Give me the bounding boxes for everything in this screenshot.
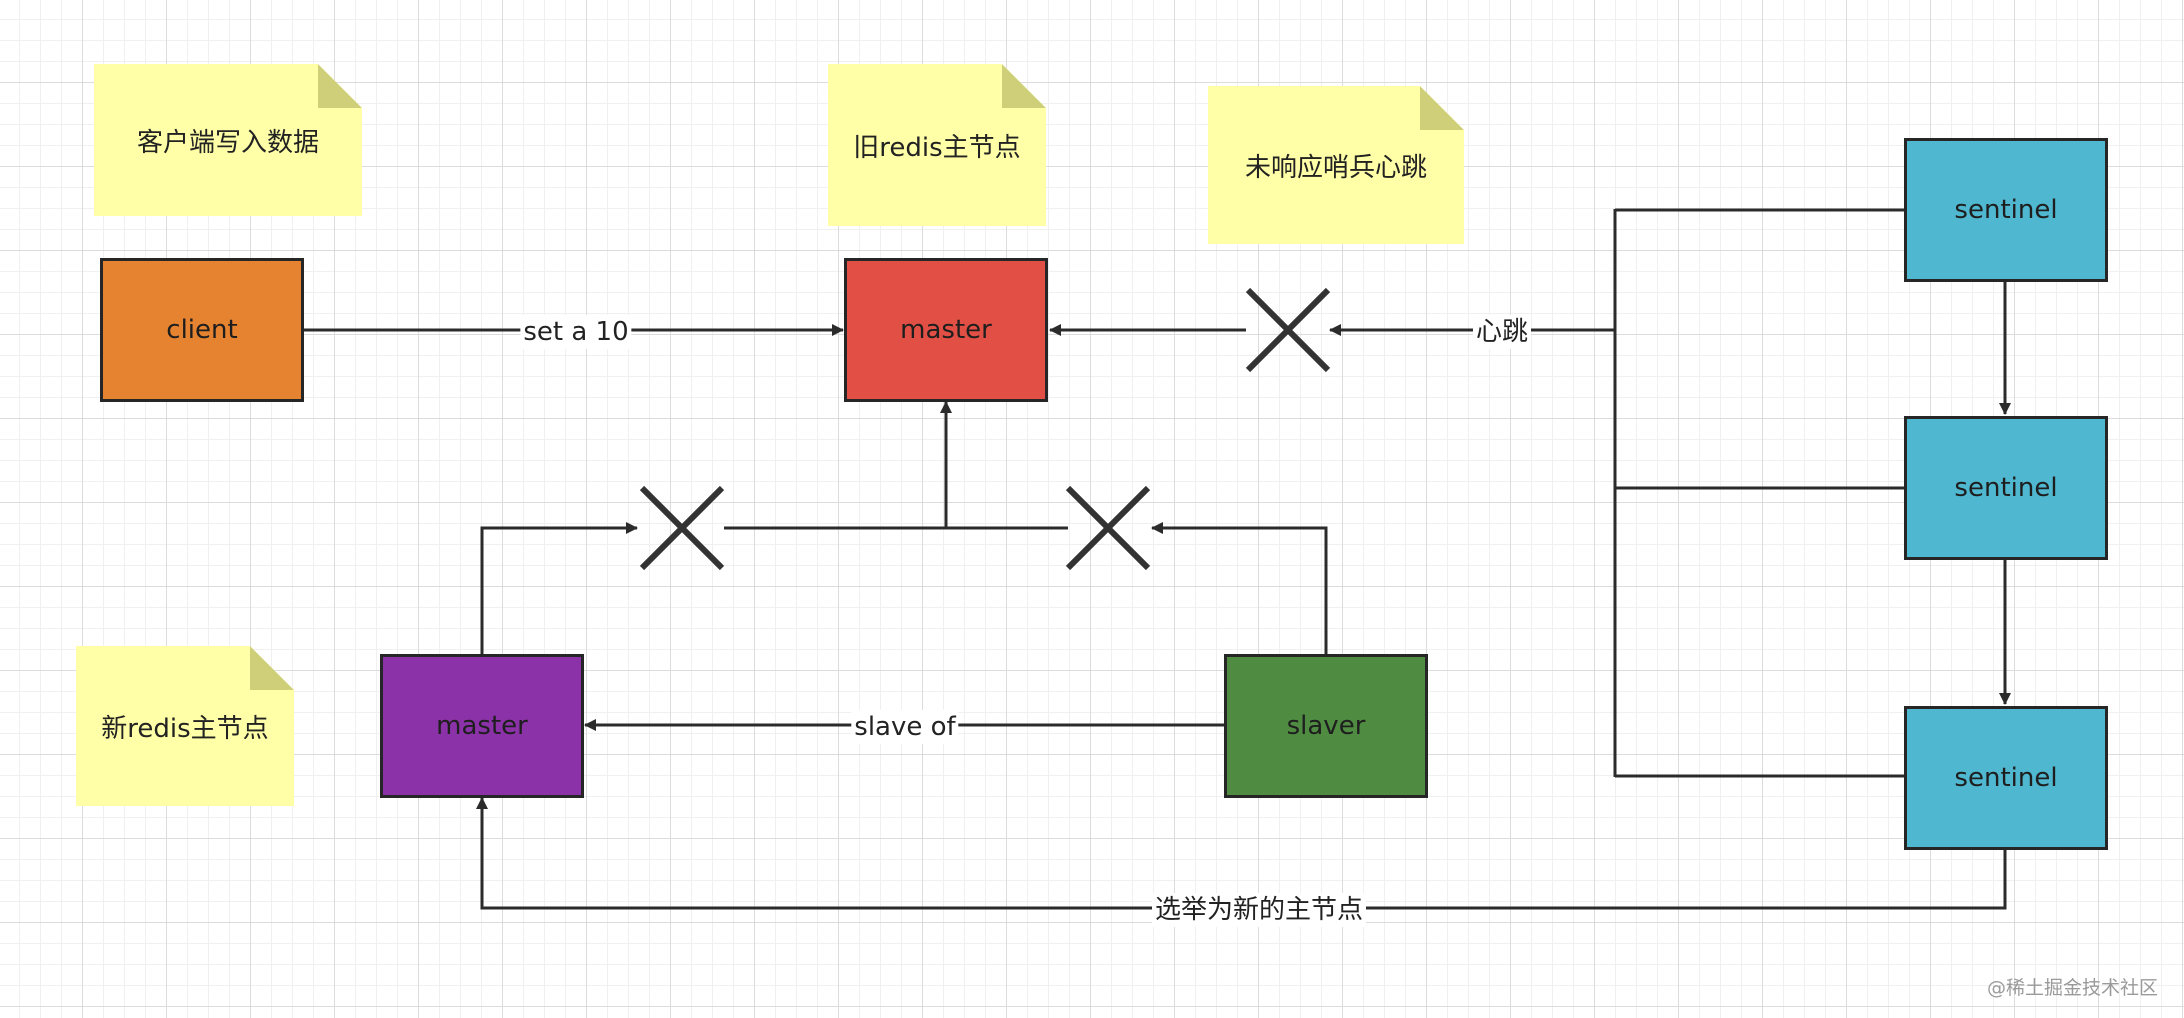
node-new-master: master: [380, 654, 584, 798]
note-heartbeat-text: 未响应哨兵心跳: [1244, 152, 1427, 183]
broken-new-master-link-cross-icon: [639, 485, 725, 571]
broken-slaver-link-cross-icon: [1065, 485, 1151, 571]
node-sentinel-3: sentinel: [1904, 706, 2108, 850]
node-sentinel-3-label: sentinel: [1954, 763, 2058, 793]
node-slaver: slaver: [1224, 654, 1428, 798]
edge-label-slave-of: slave of: [851, 710, 959, 744]
broken-heartbeat-cross-icon: [1245, 287, 1331, 373]
note-new-master-text: 新redis主节点: [101, 713, 269, 744]
edge-label-elect: 选举为新的主节点: [1151, 893, 1367, 927]
node-sentinel-2: sentinel: [1904, 416, 2108, 560]
edge-new-master-replication: [480, 522, 638, 654]
node-sentinel-2-label: sentinel: [1954, 473, 2058, 503]
node-old-master-label: master: [900, 315, 992, 345]
node-new-master-label: master: [436, 711, 528, 741]
node-client: client: [100, 258, 304, 402]
note-client-write: 客户端写入数据: [94, 64, 362, 216]
note-old-master-text: 旧redis主节点: [853, 132, 1021, 163]
note-new-master: 新redis主节点: [76, 646, 294, 806]
edge-slaver-replication: [1151, 522, 1328, 654]
edge-label-heartbeat: 心跳: [1472, 315, 1532, 349]
note-old-master: 旧redis主节点: [828, 64, 1046, 226]
note-client-write-text: 客户端写入数据: [136, 127, 319, 158]
edge-label-set-a-10: set a 10: [520, 315, 632, 349]
node-sentinel-1-label: sentinel: [1954, 195, 2058, 225]
edge-election: [476, 797, 2007, 910]
note-heartbeat: 未响应哨兵心跳: [1208, 86, 1464, 244]
node-sentinel-1: sentinel: [1904, 138, 2108, 282]
node-slaver-label: slaver: [1286, 711, 1366, 741]
node-old-master: master: [844, 258, 1048, 402]
watermark: @稀土掘金技术社区: [1986, 977, 2158, 999]
node-client-label: client: [166, 315, 238, 345]
